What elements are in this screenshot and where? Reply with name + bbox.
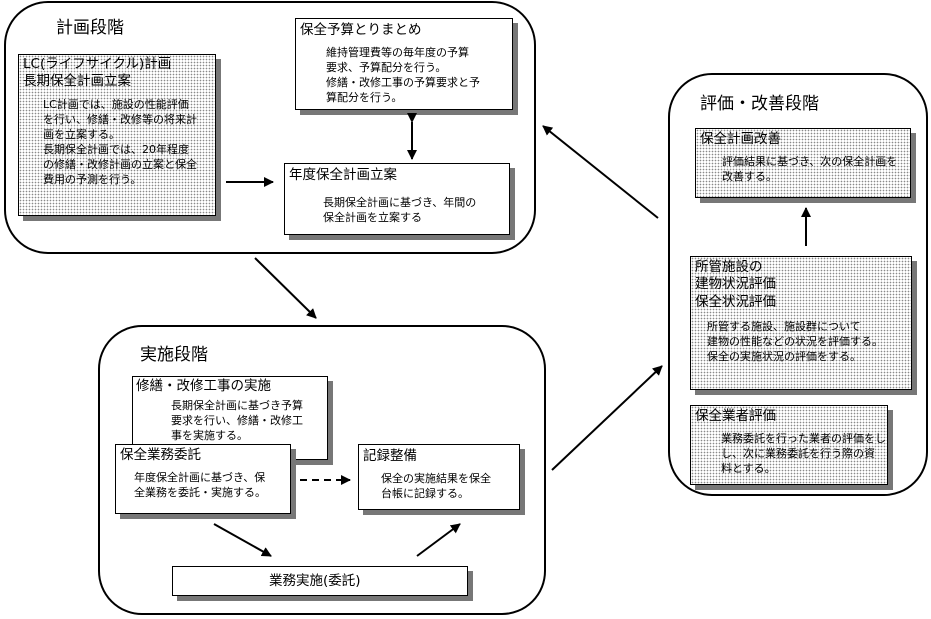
maintenance-outsourcing-body: 年度保全計画に基づき、保 全業務を委託・実施する。 [134, 471, 266, 499]
implementation-phase-title: 実施段階 [140, 345, 208, 365]
contractor-evaluation-body: 業務委託を行った業者の評価をし し、次に業務委託を行う際の資 料とする。 [721, 432, 886, 475]
lc-plan-title-line2: 長期保全計画立案 [23, 73, 131, 89]
plan-improvement-title: 保全計画改善 [700, 131, 781, 147]
repair-title: 修繕・改修工事の実施 [136, 378, 271, 394]
facility-evaluation-title-line2: 建物状況評価 [695, 276, 776, 292]
repair-body: 長期保全計画に基づき予算 要求を行い、修繕・改修工 事を実施する。 [171, 399, 303, 442]
facility-evaluation-title-line1: 所管施設の [695, 259, 763, 275]
maintenance-outsourcing-title: 保全業務委託 [120, 447, 201, 463]
execution-box: 業務実施(委託) [172, 566, 468, 596]
records-body: 保全の実施結果を保全 台帳に記録する。 [381, 472, 491, 500]
facility-evaluation-body: 所管する施設、施設群について 建物の性能などの状況を評価する。 保全の実施状況の… [707, 320, 883, 363]
annual-plan-box: 年度保全計画立案 長期保全計画に基づき、年間の 保全計画を立案する [284, 163, 510, 235]
planning-to-implementation-arrow [254, 257, 317, 319]
annual-plan-body: 長期保全計画に基づき、年間の 保全計画を立案する [323, 196, 477, 224]
records-box: 記録整備 保全の実施結果を保全 台帳に記録する。 [358, 444, 520, 510]
budget-title: 保全予算とりまとめ [300, 22, 422, 38]
facility-evaluation-box: 所管施設の 建物状況評価 保全状況評価 所管する施設、施設群について 建物の性能… [690, 256, 912, 390]
execution-title: 業務実施(委託) [269, 573, 361, 589]
facility-evaluation-title-line3: 保全状況評価 [695, 294, 776, 310]
contractor-evaluation-title: 保全業者評価 [695, 408, 776, 424]
budget-box: 保全予算とりまとめ 維持管理費等の毎年度の予算 要求、予算配分を行う。 修繕・改… [295, 18, 513, 110]
lc-plan-title-line1: LC(ライフサイクル)計画 [23, 56, 172, 72]
lc-plan-body: LC計画では、施設の性能評価 を行い、修繕・改修等の将来計 画を立案する。 長期… [43, 98, 197, 186]
implementation-to-evaluation-arrow [551, 365, 663, 471]
plan-improvement-box: 保全計画改善 評価結果に基づき、次の保全計画を 改善する。 [695, 128, 911, 198]
maintenance-outsourcing-box: 保全業務委託 年度保全計画に基づき、保 全業務を委託・実施する。 [115, 444, 291, 514]
budget-body: 維持管理費等の毎年度の予算 要求、予算配分を行う。 修繕・改修工事の予算要求と予… [326, 46, 480, 104]
records-title: 記録整備 [363, 448, 417, 464]
annual-plan-title: 年度保全計画立案 [289, 167, 397, 183]
outsourcing-to-execution-arrow [213, 523, 272, 557]
plan-improvement-body: 評価結果に基づき、次の保全計画を 改善する。 [722, 155, 898, 183]
contractor-evaluation-box: 保全業者評価 業務委託を行った業者の評価をし し、次に業務委託を行う際の資 料と… [690, 405, 888, 485]
evaluation-to-planning-arrow [542, 125, 659, 219]
execution-to-records-arrow [416, 523, 461, 557]
planning-phase-title: 計画段階 [56, 18, 124, 38]
evaluation-phase-title: 評価・改善段階 [700, 94, 819, 114]
lc-plan-box: LC(ライフサイクル)計画 長期保全計画立案 LC計画では、施設の性能評価 を行… [18, 54, 216, 216]
